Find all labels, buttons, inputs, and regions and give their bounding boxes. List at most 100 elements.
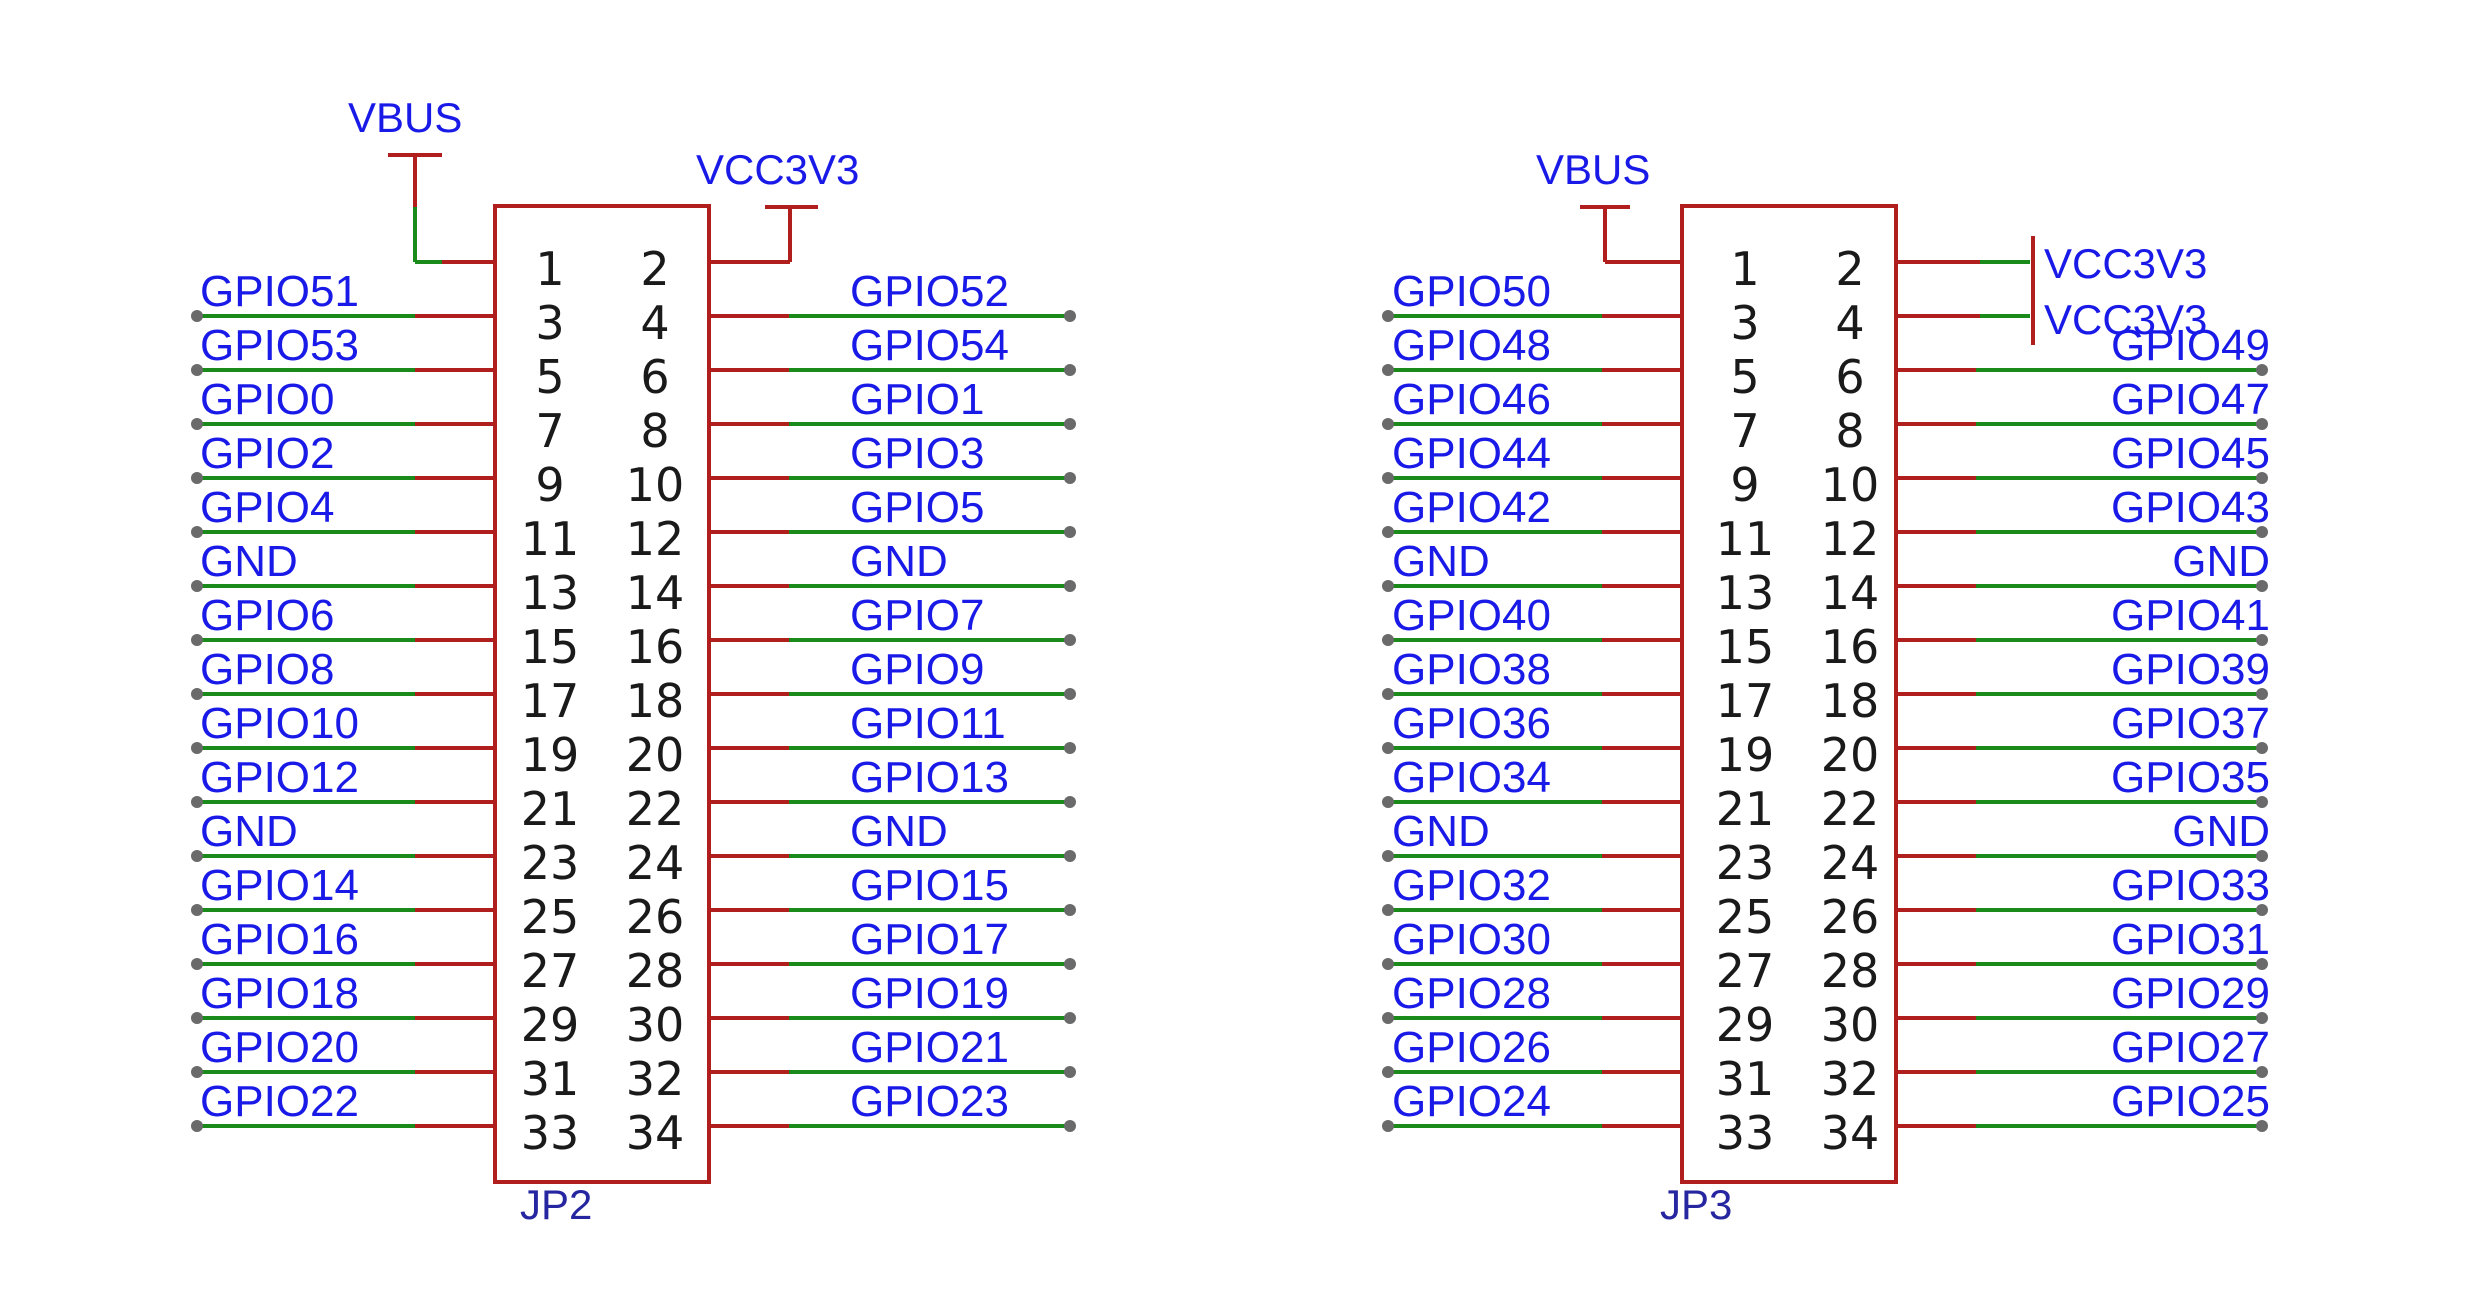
net-label: GPIO9: [850, 645, 985, 694]
jp2-right-pin[interactable]: GPIO1: [709, 375, 1076, 430]
jp3-right-pin[interactable]: GPIO31: [1896, 915, 2270, 970]
jp3-right-pin[interactable]: GPIO47: [1896, 375, 2270, 430]
net-label: GPIO49: [2111, 321, 2270, 370]
jp2-right-pin[interactable]: GPIO7: [709, 591, 1076, 646]
pin-number: 1: [535, 242, 564, 296]
net-label: GND: [200, 807, 298, 856]
jp3-left-pin[interactable]: GPIO38: [1382, 645, 1682, 700]
jp2-left-pin[interactable]: GPIO4: [191, 483, 495, 538]
jp3-right-pin[interactable]: GPIO25: [1896, 1077, 2270, 1132]
net-label: GPIO4: [200, 483, 335, 532]
jp2-left-pin[interactable]: GPIO0: [191, 375, 495, 430]
jp2-right-pin[interactable]: GPIO15: [709, 861, 1076, 916]
jp3-vcc3v3-label-pin4: VCC3V3: [2044, 296, 2207, 343]
jp2-left-pin[interactable]: GPIO22: [191, 1077, 495, 1132]
net-label: GPIO17: [850, 915, 1009, 964]
jp3-right-pin[interactable]: GPIO29: [1896, 969, 2270, 1024]
wire-end-dot: [191, 1120, 203, 1132]
header-jp2[interactable]: JP2 VBUS VCC3V3 GPIO51GPIO53GPIO0GPIO2GP…: [191, 94, 1076, 1228]
jp2-right-pin[interactable]: GPIO9: [709, 645, 1076, 700]
jp3-right-pin[interactable]: GPIO49: [1896, 321, 2270, 376]
pin-number: 3: [1730, 296, 1759, 350]
pin-number: 10: [626, 458, 685, 512]
jp2-left-pin[interactable]: GPIO20: [191, 1023, 495, 1078]
jp3-right-pin[interactable]: GPIO43: [1896, 483, 2270, 538]
jp3-left-pin[interactable]: GPIO28: [1382, 969, 1682, 1024]
wire-end-dot: [191, 310, 203, 322]
jp2-right-pin[interactable]: GPIO21: [709, 1023, 1076, 1078]
jp3-left-pin[interactable]: GPIO44: [1382, 429, 1682, 484]
pin-number: 12: [626, 512, 685, 566]
jp3-left-pin[interactable]: GPIO32: [1382, 861, 1682, 916]
pin-number: 22: [626, 782, 685, 836]
jp2-right-pin[interactable]: GND: [709, 537, 1076, 592]
pin-number: 13: [521, 566, 580, 620]
jp3-right-pin[interactable]: GPIO39: [1896, 645, 2270, 700]
jp3-right-pin[interactable]: GPIO41: [1896, 591, 2270, 646]
jp3-right-pin[interactable]: GPIO35: [1896, 753, 2270, 808]
jp2-right-pin[interactable]: GPIO19: [709, 969, 1076, 1024]
pin-number: 20: [1821, 728, 1880, 782]
jp2-left-pin[interactable]: GPIO6: [191, 591, 495, 646]
jp3-left-pin[interactable]: GPIO36: [1382, 699, 1682, 754]
jp3-left-pin[interactable]: GPIO48: [1382, 321, 1682, 376]
jp2-left-pin[interactable]: GPIO14: [191, 861, 495, 916]
net-label: GPIO50: [1392, 267, 1551, 316]
jp2-left-pin[interactable]: GPIO10: [191, 699, 495, 754]
pin-number: 5: [535, 350, 564, 404]
net-label: GPIO40: [1392, 591, 1551, 640]
jp2-left-pin[interactable]: GPIO12: [191, 753, 495, 808]
pin-number: 11: [1716, 512, 1775, 566]
jp3-right-pin[interactable]: GPIO27: [1896, 1023, 2270, 1078]
jp2-left-pin[interactable]: GPIO16: [191, 915, 495, 970]
jp3-left-pin[interactable]: GPIO24: [1382, 1077, 1682, 1132]
jp2-right-pin[interactable]: GPIO11: [709, 699, 1076, 754]
jp2-left-pin[interactable]: GND: [191, 537, 495, 592]
net-label: GPIO29: [2111, 969, 2270, 1018]
jp3-left-pin[interactable]: GND: [1382, 537, 1682, 592]
jp2-right-pin[interactable]: GND: [709, 807, 1076, 862]
net-label: GPIO1: [850, 375, 985, 424]
wire-end-dot: [191, 472, 203, 484]
net-label: GPIO53: [200, 321, 359, 370]
jp2-right-pin[interactable]: GPIO54: [709, 321, 1076, 376]
net-label: GND: [850, 807, 948, 856]
jp3-left-pin[interactable]: GND: [1382, 807, 1682, 862]
jp2-left-pin[interactable]: GPIO51: [191, 267, 495, 322]
wire-end-dot: [2256, 634, 2268, 646]
net-label: GND: [1392, 537, 1490, 586]
pin-number: 9: [1730, 458, 1759, 512]
jp2-right-pin[interactable]: GPIO23: [709, 1077, 1076, 1132]
jp3-right-pin[interactable]: GPIO33: [1896, 861, 2270, 916]
jp3-left-pin[interactable]: GPIO46: [1382, 375, 1682, 430]
jp3-right-pin[interactable]: GND: [1896, 537, 2270, 592]
wire-end-dot: [1382, 958, 1394, 970]
wire-end-dot: [191, 364, 203, 376]
pin-number: 11: [521, 512, 580, 566]
jp3-left-pin[interactable]: GPIO34: [1382, 753, 1682, 808]
jp2-right-pin[interactable]: GPIO3: [709, 429, 1076, 484]
jp3-left-pin[interactable]: GPIO50: [1382, 267, 1682, 322]
header-jp3[interactable]: JP3 VBUS VCC3V3 VCC3V3 GPIO50GPIO48GPIO4…: [1382, 146, 2270, 1228]
jp3-right-pin[interactable]: GND: [1896, 807, 2270, 862]
jp3-left-pin[interactable]: GPIO26: [1382, 1023, 1682, 1078]
jp3-left-pin[interactable]: GPIO40: [1382, 591, 1682, 646]
jp2-left-pin[interactable]: GPIO53: [191, 321, 495, 376]
pin-number: 31: [1716, 1052, 1775, 1106]
jp2-left-pin[interactable]: GND: [191, 807, 495, 862]
jp2-right-pin[interactable]: GPIO5: [709, 483, 1076, 538]
jp2-vcc3v3-label: VCC3V3: [696, 146, 859, 193]
net-label: GPIO31: [2111, 915, 2270, 964]
jp2-right-pin[interactable]: GPIO17: [709, 915, 1076, 970]
jp3-right-pin[interactable]: GPIO37: [1896, 699, 2270, 754]
jp2-left-pin[interactable]: GPIO8: [191, 645, 495, 700]
jp2-right-pin[interactable]: GPIO13: [709, 753, 1076, 808]
jp2-left-pin[interactable]: GPIO2: [191, 429, 495, 484]
jp3-left-pin[interactable]: GPIO30: [1382, 915, 1682, 970]
jp3-right-pin[interactable]: GPIO45: [1896, 429, 2270, 484]
jp3-left-pin[interactable]: GPIO42: [1382, 483, 1682, 538]
net-label: GPIO15: [850, 861, 1009, 910]
jp2-left-pin[interactable]: GPIO18: [191, 969, 495, 1024]
pin-number: 32: [1821, 1052, 1880, 1106]
jp2-right-pin[interactable]: GPIO52: [709, 267, 1076, 322]
